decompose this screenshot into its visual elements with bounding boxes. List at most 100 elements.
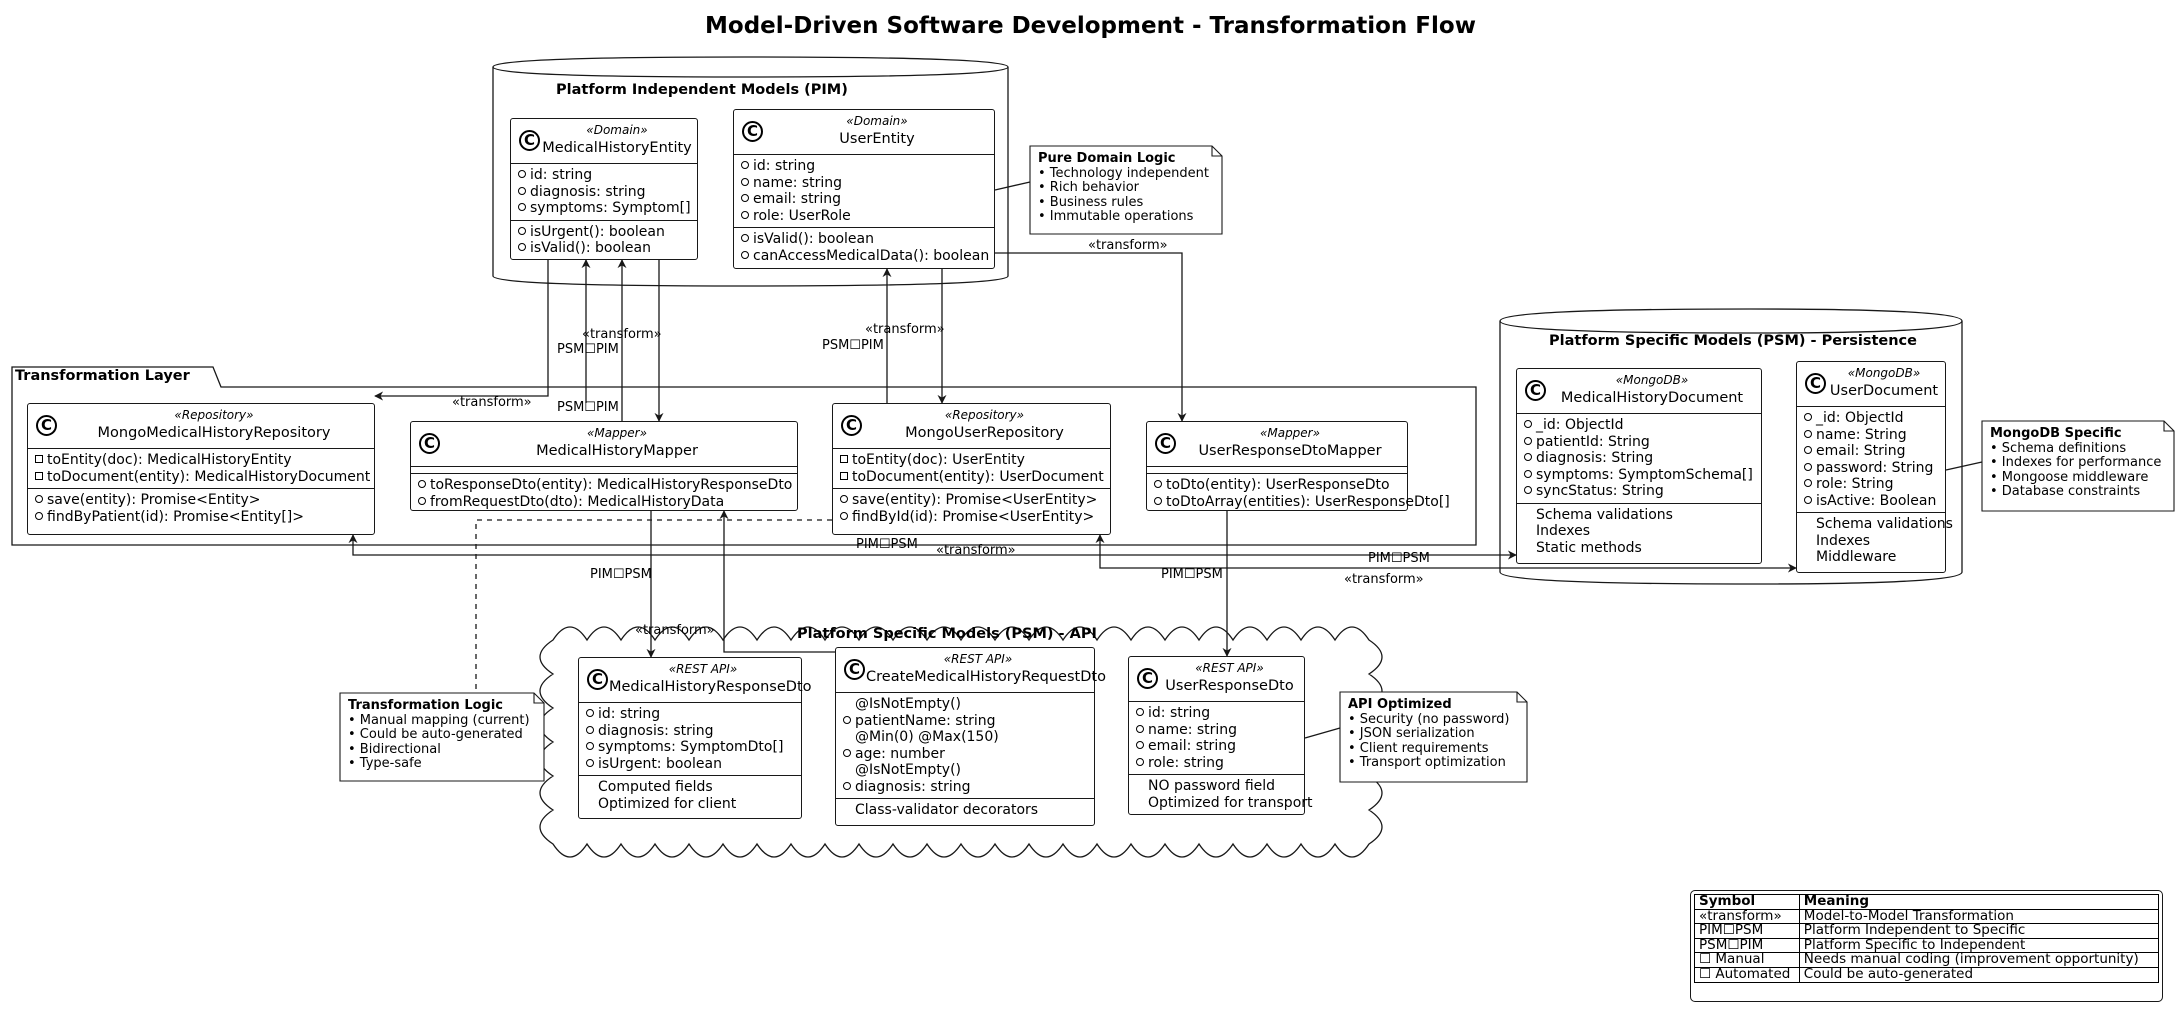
member-text: save(entity): Promise<UserEntity> — [852, 492, 1098, 508]
legend-symbol: PIM☐PSM — [1694, 923, 1800, 939]
class-stereotype: «MongoDB» — [1615, 373, 1689, 387]
class-name: MedicalHistoryResponseDto — [609, 679, 812, 695]
annotation-spacer — [1804, 536, 1812, 544]
note-line: • Rich behavior — [1038, 180, 1140, 195]
note-line: • Bidirectional — [348, 741, 441, 757]
pim-to-psm-edge-label: PIM☐PSM — [1368, 551, 1430, 566]
class-member: syncStatus: String — [1524, 483, 1761, 500]
member-text: toDocument(entity): UserDocument — [852, 468, 1104, 485]
class-member: isUrgent(): boolean — [518, 224, 697, 241]
public-visibility-icon — [1804, 495, 1812, 504]
class-member: symptoms: Symptom[] — [518, 200, 697, 217]
class-fields — [1147, 467, 1407, 474]
public-visibility-icon — [1804, 413, 1812, 421]
class-name: MedicalHistoryDocument — [1560, 390, 1744, 406]
member-text: name: String — [1816, 426, 1907, 443]
api-note: API Optimized• Security (no password)• J… — [1348, 697, 1510, 771]
class-member: role: UserRole — [741, 208, 994, 225]
public-visibility-icon — [1136, 724, 1144, 733]
class-member: diagnosis: String — [1524, 450, 1761, 467]
public-visibility-icon — [1804, 462, 1812, 471]
public-visibility-icon — [843, 781, 851, 790]
annotation-spacer — [1804, 552, 1812, 560]
edge-requestdto-to-mapper — [719, 510, 835, 653]
member-text: age: number — [855, 745, 945, 762]
class-header: C«Mapper»MedicalHistoryMapper — [411, 422, 797, 467]
create-medical-history-request-dto-class: C«REST API»CreateMedicalHistoryRequestDt… — [835, 647, 1106, 826]
class-name: MongoMedicalHistoryRepository — [97, 425, 331, 441]
public-visibility-icon — [741, 250, 749, 259]
member-text: Indexes — [1536, 523, 1591, 539]
class-icon: C — [36, 415, 57, 436]
private-visibility-icon — [35, 471, 43, 480]
edge-userentity-to-dtomapper — [995, 252, 1187, 422]
class-member: @IsNotEmpty() — [843, 696, 1094, 713]
annotation-spacer — [843, 765, 851, 773]
psm-persistence-region-label: Platform Specific Models (PSM) - Persist… — [1549, 333, 1917, 349]
private-visibility-icon — [840, 455, 848, 463]
member-text: symptoms: SymptomSchema[] — [1536, 466, 1753, 483]
member-text: @IsNotEmpty() — [855, 696, 962, 712]
annotation-spacer — [843, 732, 851, 740]
note-line: • Client requirements — [1348, 740, 1489, 756]
public-visibility-icon — [1524, 453, 1532, 461]
member-text: isUrgent(): boolean — [530, 223, 665, 240]
legend-symbol: ☐ Automated — [1694, 966, 1800, 983]
class-member: findById(id): Promise<UserEntity> — [840, 509, 1110, 526]
class-name: MongoUserRepository — [905, 425, 1064, 441]
class-member: fromRequestDto(dto): MedicalHistoryData — [418, 494, 797, 511]
class-member: isValid(): boolean — [741, 231, 994, 248]
transform-edge-label: «transform» — [865, 322, 945, 337]
class-member: Optimized for transport — [1136, 795, 1313, 812]
class-name: UserDocument — [1829, 383, 1939, 399]
note-line: • Manual mapping (current) — [348, 712, 530, 728]
public-visibility-icon — [586, 725, 594, 734]
class-icon: C — [1805, 373, 1826, 394]
legend-meaning: Could be auto-generated — [1798, 966, 2160, 983]
class-member: NO password field — [1136, 778, 1304, 795]
public-visibility-icon — [741, 234, 749, 242]
legend-table: Symbol Meaning «transform»Model-to-Model… — [1694, 894, 2160, 983]
public-visibility-icon — [741, 161, 749, 169]
class-member: isValid(): boolean — [518, 240, 697, 257]
note-line: • Security (no password) — [1348, 711, 1510, 727]
pim-to-psm-edge-label: PIM☐PSM — [856, 537, 918, 552]
class-member: toDocument(entity): MedicalHistoryDocume… — [35, 469, 374, 486]
class-fields — [411, 467, 797, 474]
psm-to-pim-edge-label: PSM☐PIM — [557, 400, 619, 415]
class-member: Schema validations — [1804, 516, 1953, 533]
member-text: Optimized for client — [598, 795, 737, 812]
member-text: symptoms: SymptomDto[] — [598, 739, 784, 755]
legend-meaning: Needs manual coding (improvement opportu… — [1798, 952, 2160, 968]
member-text: role: String — [1816, 476, 1894, 492]
member-text: name: string — [1148, 721, 1238, 738]
class-member: Computed fields — [586, 779, 801, 796]
public-visibility-icon — [1804, 429, 1812, 438]
public-visibility-icon — [1154, 480, 1162, 488]
public-visibility-icon — [1154, 496, 1162, 505]
class-member: _id: ObjectId — [1804, 410, 1945, 427]
class-member: diagnosis: string — [586, 723, 801, 740]
public-visibility-icon — [741, 194, 749, 202]
class-icon: C — [419, 433, 440, 454]
private-visibility-icon — [35, 455, 43, 463]
class-member: id: string — [586, 706, 801, 723]
class-icon: C — [1137, 668, 1158, 689]
transformation-layer-label: Transformation Layer — [15, 368, 190, 384]
annotation-spacer — [1524, 543, 1532, 551]
legend-row: «transform»Model-to-Model Transformation — [1694, 908, 2160, 925]
member-text: _id: ObjectId — [1816, 410, 1904, 426]
class-stereotype: «Mapper» — [1259, 426, 1321, 440]
member-text: save(entity): Promise<Entity> — [47, 492, 261, 508]
api-note-shape — [1339, 691, 1528, 783]
annotation-spacer — [1524, 526, 1532, 534]
member-text: id: string — [753, 158, 816, 174]
member-text: isUrgent: boolean — [598, 755, 722, 772]
class-member: diagnosis: string — [518, 184, 697, 201]
